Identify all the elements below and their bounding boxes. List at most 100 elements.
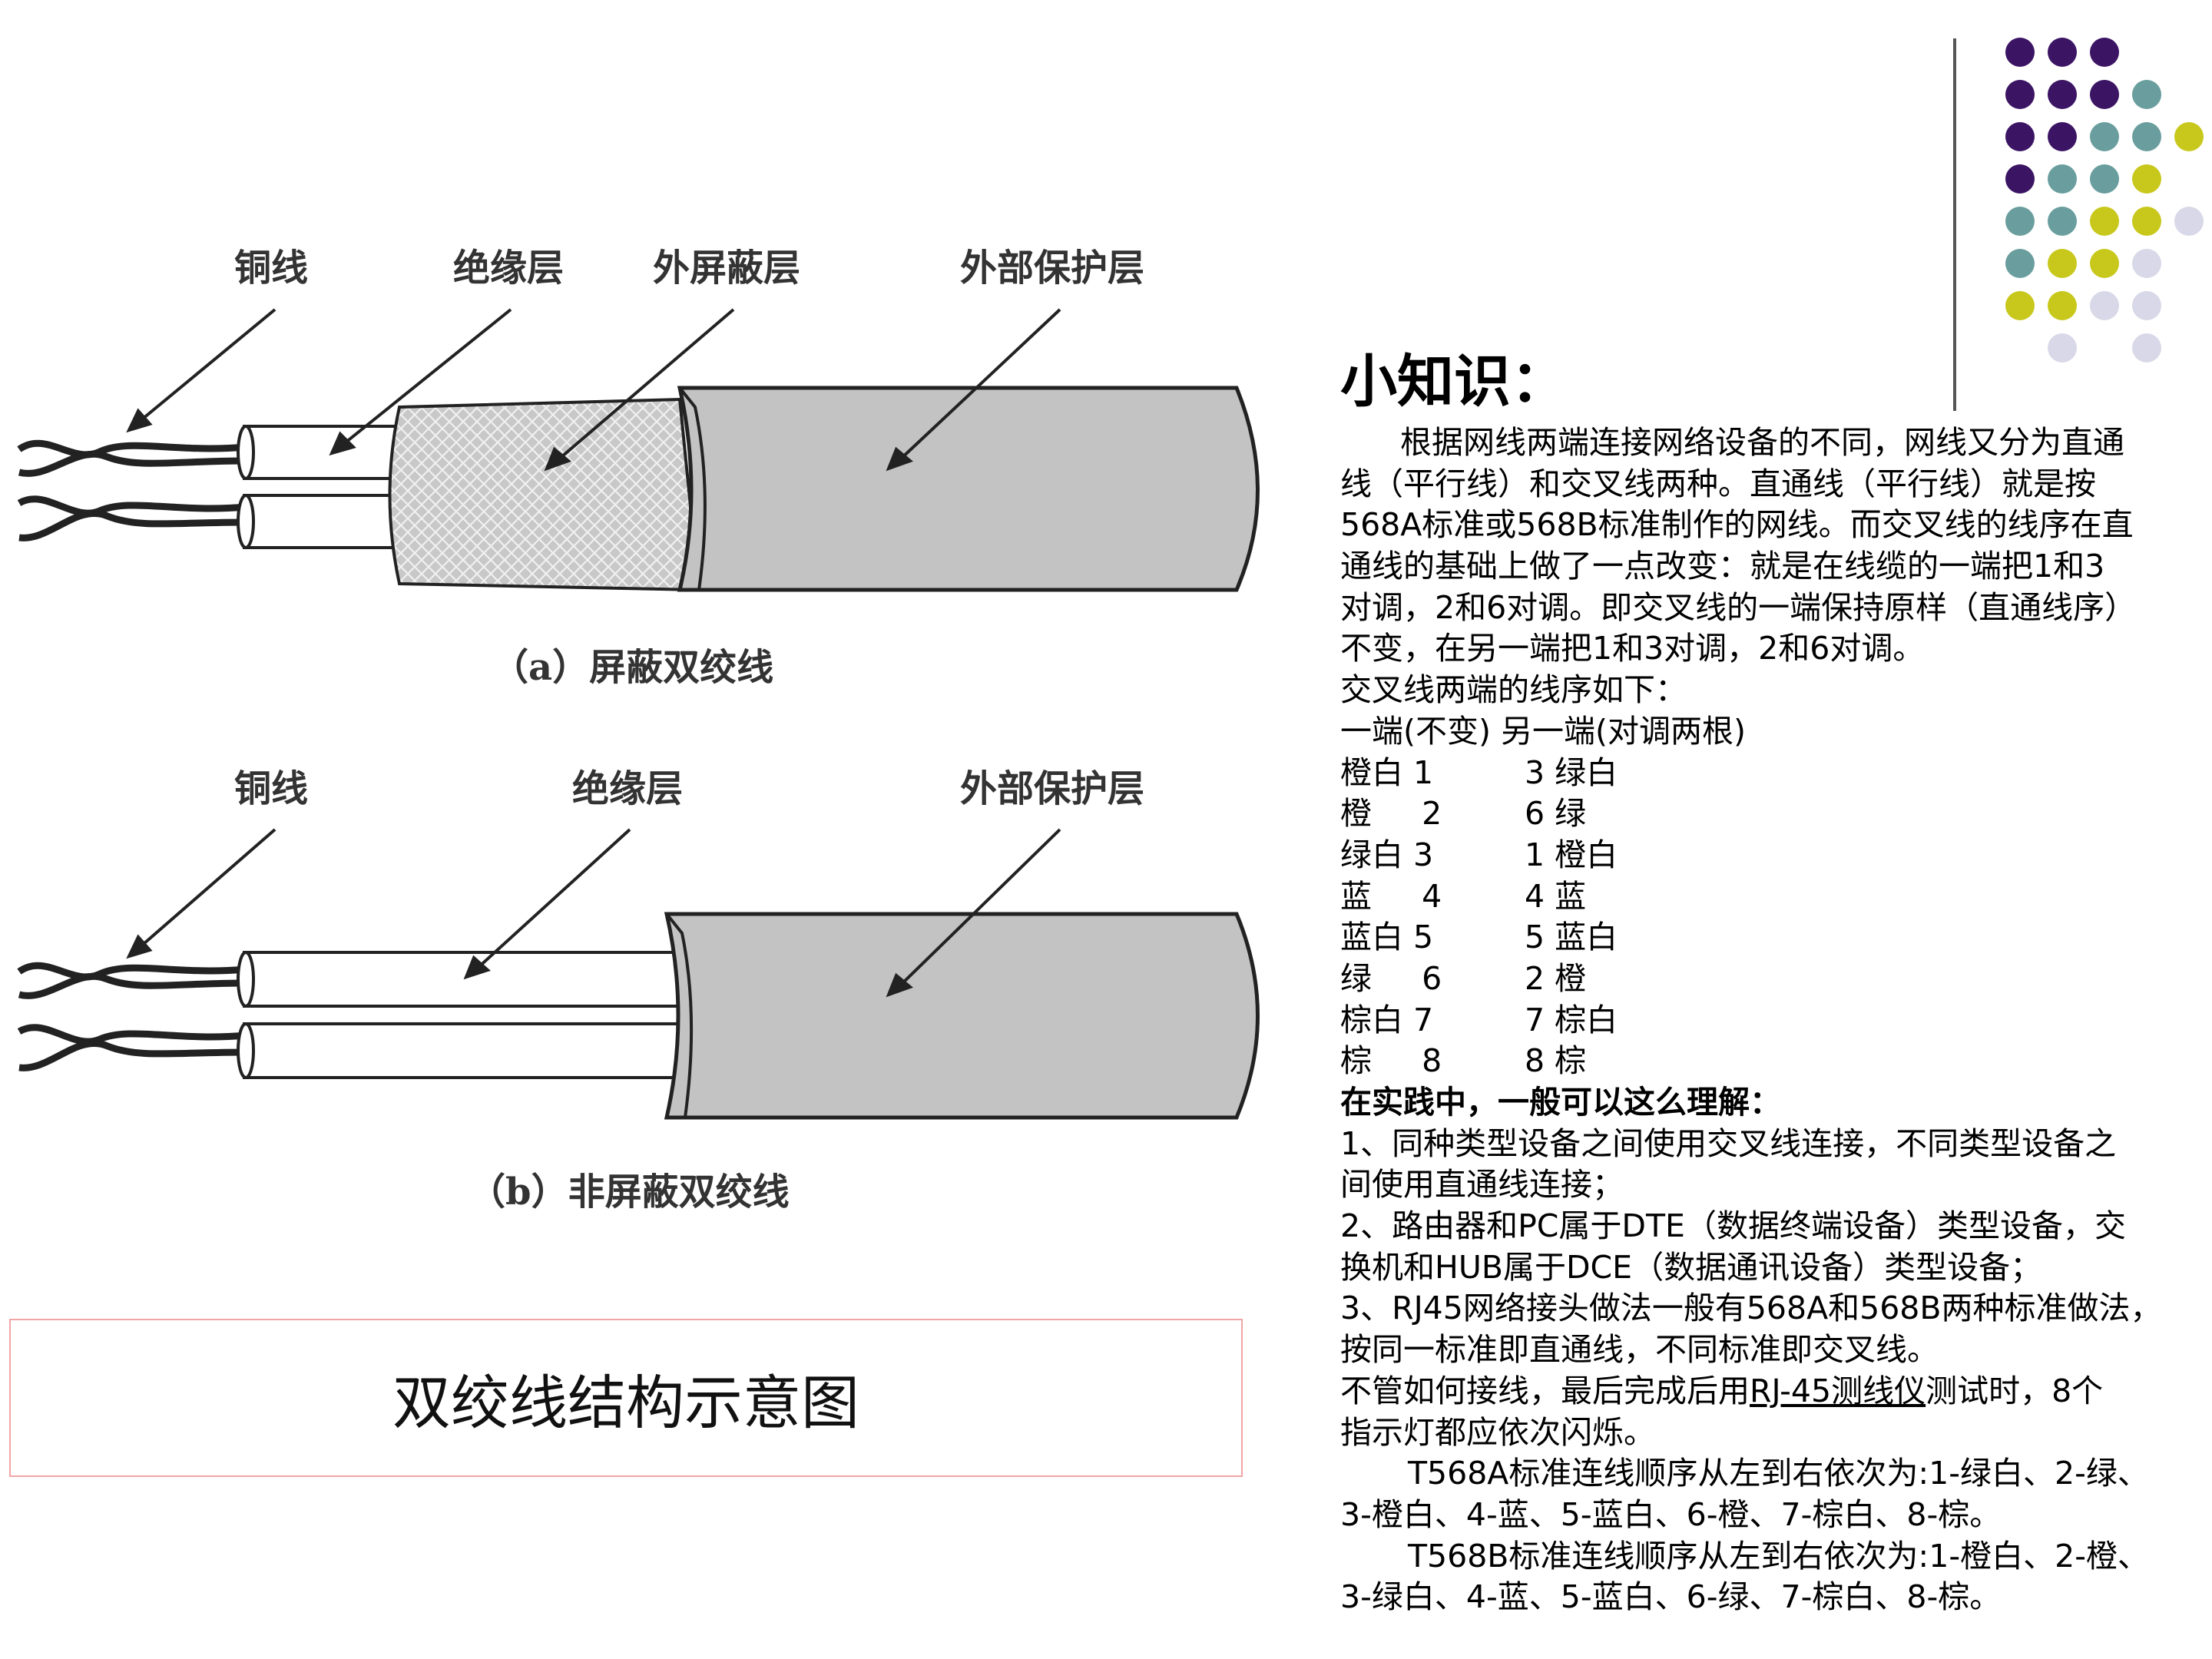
decorative-dot: [2090, 249, 2119, 278]
decorative-dot: [2090, 122, 2119, 151]
t568a-line: T568A标准连线顺序从左到右依次为:1-绿白、2-绿、: [1408, 1455, 2149, 1492]
caption-shielded: （a）屏蔽双绞线: [492, 646, 773, 689]
sequence-row: 蓝白 5 5 蓝白: [1340, 917, 2204, 959]
practice-line: 间使用直通线连接；: [1340, 1166, 1624, 1204]
label-copper: 铜线: [234, 247, 308, 290]
t568b-line: T568B标准连线顺序从左到右依次为:1-橙白、2-橙、: [1408, 1537, 2149, 1575]
copper-wire: [17, 962, 247, 981]
practice-line: 按同一标准即直通线，不同标准即交叉线。: [1340, 1331, 1939, 1369]
t568a-line: 3-橙白、4-蓝、5-蓝白、6-橙、7-棕白、8-棕。: [1340, 1495, 2002, 1533]
practice-heading: 在实践中，一般可以这么理解：: [1340, 1084, 1781, 1121]
sequence-row: 绿白 3 1 橙白: [1340, 835, 2204, 876]
decorative-dot: [2048, 38, 2077, 67]
decorative-dot: [2048, 164, 2077, 194]
label-insulation: 绝缘层: [453, 247, 564, 290]
pointer-arrows: [126, 828, 1061, 998]
outer-jacket: [664, 912, 1260, 1120]
wire-a: 棕: [1340, 1042, 1372, 1080]
intro-line: 通线的基础上做了一点改变：就是在线缆的一端把1和3: [1340, 548, 2105, 585]
decorative-dot: [2005, 249, 2035, 278]
shield-mesh: [388, 397, 701, 592]
copper-wire: [18, 972, 247, 999]
caption-unshielded: （b）非屏蔽双绞线: [469, 1171, 790, 1214]
decorative-dot: [2048, 80, 2077, 109]
decorative-dot: [2132, 207, 2161, 236]
knowledge-panel: 根据网线两端连接网络设备的不同，网线又分为直通 线（平行线）和交叉线两种。直通线…: [1340, 422, 2204, 1618]
tester-line: 指示灯都应依次闪烁。: [1340, 1413, 1655, 1451]
decorative-dot: [2132, 291, 2161, 320]
decorative-dot: [2132, 333, 2161, 363]
wire-b: 2 橙: [1525, 959, 1587, 997]
wire-b: 5 蓝白: [1525, 919, 1618, 956]
sequence-heading: 交叉线两端的线序如下：: [1340, 671, 1687, 709]
decorative-dot: [2048, 291, 2077, 320]
label-shield: 外屏蔽层: [653, 247, 800, 290]
decorative-dot: [2090, 38, 2119, 67]
copper-wire: [18, 1039, 247, 1071]
label-jacket: 外部保护层: [960, 247, 1144, 290]
label-insulation: 绝缘层: [572, 767, 683, 810]
wire-num: 6: [1422, 959, 1442, 997]
copper-wire: [17, 439, 247, 459]
wire-num: 2: [1422, 795, 1442, 833]
sequence-row: 橙白 1 3 绿白: [1340, 753, 2204, 794]
decorative-dot: [2090, 291, 2119, 320]
twisted-pair-diagram: 铜线 绝缘层 外屏蔽层 外部保护层 （a）屏蔽双绞线 铜线 绝缘层 外部保护层: [17, 247, 1260, 1214]
decorative-dot: [2174, 122, 2204, 151]
wire-a: 棕白: [1340, 1001, 1403, 1038]
label-copper: 铜线: [234, 767, 308, 810]
intro-line: 不变，在另一端把1和3对调，2和6对调。: [1340, 630, 1925, 667]
wire-num: 8: [1422, 1042, 1442, 1080]
sequence-row: 棕 8 8 棕: [1340, 1041, 2204, 1082]
decorative-dot: [2132, 80, 2161, 109]
wire-b: 3 绿白: [1525, 753, 1618, 791]
wire-b: 7 棕白: [1525, 1001, 1618, 1038]
diagram-title: 双绞线结构示意图: [392, 1369, 859, 1437]
decorative-dot: [2132, 164, 2161, 194]
wire-a: 蓝白: [1340, 919, 1403, 956]
practice-line: 换机和HUB属于DCE（数据通讯设备）类型设备；: [1340, 1248, 2042, 1286]
decorative-dot: [2174, 207, 2204, 236]
wire-b: 4 蓝: [1525, 877, 1587, 915]
decorative-dot: [2090, 80, 2119, 109]
sequence-row: 棕白 7 7 棕白: [1340, 1000, 2204, 1041]
decorative-dot: [2005, 207, 2035, 236]
intro-line: 线（平行线）和交叉线两种。直通线（平行线）就是按: [1340, 465, 2096, 502]
wire-b: 1 橙白: [1525, 836, 1618, 873]
wire-num: 7: [1413, 1001, 1434, 1038]
decorative-dot: [2048, 249, 2077, 278]
wire-a: 绿白: [1340, 836, 1403, 873]
tester-line: 不管如何接线，最后完成后用RJ-45测线仪测试时，8个: [1340, 1371, 2204, 1412]
label-jacket: 外部保护层: [960, 767, 1144, 810]
tester-text: 不管如何接线，最后完成后用: [1340, 1372, 1750, 1409]
decorative-dot: [2048, 207, 2077, 236]
practice-line: 1、同种类型设备之间使用交叉线连接，不同类型设备之: [1340, 1124, 2117, 1162]
diagram-title-box: 双绞线结构示意图: [9, 1319, 1243, 1477]
knowledge-title: 小知识：: [1340, 349, 1568, 415]
t568b-line: 3-绿白、4-蓝、5-蓝白、6-绿、7-棕白、8-棕。: [1340, 1578, 2002, 1616]
outer-jacket: [677, 386, 1260, 592]
wire-a: 橙白: [1340, 753, 1403, 791]
decorative-dot: [2005, 38, 2035, 67]
practice-line: 3、RJ45网络接头做法一般有568A和568B两种标准做法，: [1340, 1290, 2162, 1327]
pointer-arrows: [126, 308, 1061, 472]
shielded-cable: 铜线 绝缘层 外屏蔽层 外部保护层 （a）屏蔽双绞线: [17, 247, 1260, 689]
practice-line: 2、路由器和PC属于DTE（数据终端设备）类型设备，交: [1340, 1207, 2126, 1245]
unshielded-cable: 铜线 绝缘层 外部保护层 （b）非屏蔽双绞线: [17, 767, 1260, 1214]
copper-wire: [18, 450, 247, 477]
intro-line: 568A标准或568B标准制作的网线。而交叉线的线序在直: [1340, 506, 2134, 544]
wire-num: 4: [1422, 877, 1442, 915]
copper-wire: [17, 1024, 247, 1045]
decorative-dot: [2005, 80, 2035, 109]
decorative-dot: [2090, 164, 2119, 194]
insulation-tube: [243, 951, 684, 1008]
tester-link[interactable]: RJ-45测线仪: [1750, 1372, 1926, 1409]
wire-b: 8 棕: [1525, 1042, 1587, 1080]
decorative-dot: [2090, 207, 2119, 236]
wire-num: 1: [1413, 753, 1434, 791]
wire-num: 3: [1413, 836, 1434, 873]
wire-num: 5: [1413, 919, 1434, 956]
